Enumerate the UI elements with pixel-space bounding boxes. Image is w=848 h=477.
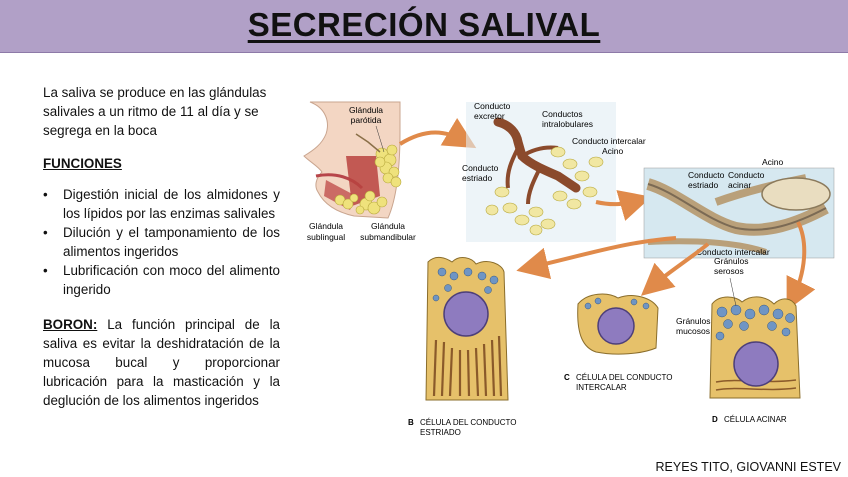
face-profile: [303, 101, 402, 219]
label-intercalated-duct-top: Conducto intercalar: [572, 136, 646, 146]
function-item: Dilución y el tamponamiento de los alime…: [43, 223, 280, 261]
label-sublingual-1: Glándula: [309, 221, 343, 231]
text-column: La saliva se produce en las glándulas sa…: [43, 83, 280, 410]
acinar-cell: [709, 296, 801, 399]
boron-text: La función principal de la saliva es evi…: [43, 317, 280, 408]
label-intralobular-ducts-1: Conductos: [542, 109, 583, 119]
arrow-to-lobule: [398, 117, 477, 149]
nucleus-c: [597, 307, 635, 345]
label-panel-b-letter: B: [408, 418, 414, 427]
label-submandibular-1: Glándula: [371, 221, 405, 231]
label-mucous-granules-2: mucosos: [676, 326, 710, 336]
submandibular-gland: [355, 190, 388, 215]
parotid-gland: [374, 144, 402, 188]
label-acinus-right: Acino: [762, 157, 784, 167]
arrow-to-inset: [595, 190, 652, 221]
label-serous-granules-2: serosos: [714, 266, 744, 276]
boron-label: BORON:: [43, 317, 98, 332]
label-sublingual-2: sublingual: [307, 232, 345, 242]
arrow-to-cell-b: [516, 236, 677, 279]
label-intercalated-duct-right: Conducto intercalar: [696, 247, 770, 257]
functions-list: Digestión inicial de los almidones y los…: [43, 185, 280, 299]
label-panel-d-letter: D: [712, 415, 718, 424]
arrow-to-cell-d: [786, 221, 816, 311]
author-credit: REYES TITO, GIOVANNI ESTEV: [655, 460, 841, 474]
label-striated-duct-right-2: estriado: [688, 180, 719, 190]
salivary-gland-figure: Glándula parótida Glándula sublingual Gl…: [296, 92, 836, 437]
label-panel-c-2: INTERCALAR: [576, 383, 627, 392]
gland-lobule: [466, 102, 616, 242]
label-parotid-2: parótida: [351, 115, 382, 125]
sublingual-gland: [334, 193, 359, 210]
slide-title: SECRECIÓN SALIVAL: [247, 6, 601, 43]
functions-heading: FUNCIONES: [43, 156, 122, 171]
label-mucous-granules-1: Gránulos: [676, 316, 711, 326]
label-excretory-duct-1: Conducto: [474, 101, 511, 111]
salivary-gland-illustration: Glándula parótida Glándula sublingual Gl…: [303, 101, 835, 437]
label-submandibular-2: submandibular: [360, 232, 416, 242]
label-striated-duct-right-1: Conducto: [688, 170, 725, 180]
arrow-to-cell-c: [640, 242, 710, 296]
label-acinar-duct-2: acinar: [728, 180, 751, 190]
intercalated-duct-cell: [577, 293, 659, 355]
label-excretory-duct-2: excretor: [474, 111, 505, 121]
acini-cluster: [485, 146, 604, 236]
label-panel-c-letter: C: [564, 373, 570, 382]
label-panel-c-1: CÉLULA DEL CONDUCTO: [576, 373, 672, 382]
nucleus-b: [443, 291, 489, 337]
striated-duct-cell: [425, 256, 509, 401]
label-acinus-top: Acino: [602, 146, 624, 156]
label-acinar-duct-1: Conducto: [728, 170, 765, 180]
acinus-zoom: [761, 177, 831, 211]
label-panel-b-2: ESTRIADO: [420, 428, 461, 437]
label-parotid-1: Glándula: [349, 105, 383, 115]
function-item: Digestión inicial de los almidones y los…: [43, 185, 280, 223]
duct-zoom-inset: [643, 167, 835, 259]
label-serous-granules-1: Gránulos: [714, 256, 749, 266]
label-panel-b-1: CÉLULA DEL CONDUCTO: [420, 418, 516, 427]
label-panel-d: CÉLULA ACINAR: [724, 415, 787, 424]
label-intralobular-ducts-2: intralobulares: [542, 119, 593, 129]
nucleus-d: [733, 341, 779, 387]
boron-paragraph: BORON: La función principal de la saliva…: [43, 315, 280, 410]
intro-paragraph: La saliva se produce en las glándulas sa…: [43, 85, 267, 138]
label-striated-duct-1: Conducto: [462, 163, 499, 173]
function-item: Lubrificación con moco del alimento inge…: [43, 261, 280, 299]
label-striated-duct-2: estriado: [462, 173, 493, 183]
title-bar: [0, 0, 848, 53]
